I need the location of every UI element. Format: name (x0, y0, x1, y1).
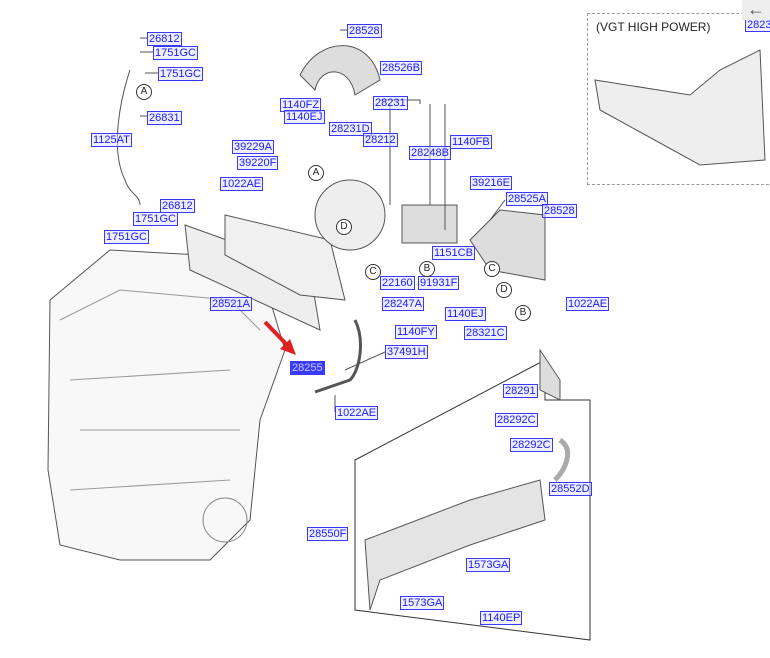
part-label-39220f[interactable]: 39220F (237, 156, 279, 170)
vgt-inset-box (587, 13, 770, 185)
part-label-1151cb[interactable]: 1151CB (432, 246, 475, 260)
part-label-1751gc[interactable]: 1751GC (104, 230, 149, 244)
part-label-39216e[interactable]: 39216E (470, 176, 512, 190)
part-label-39229a[interactable]: 39229A (232, 140, 274, 154)
part-label-28521a[interactable]: 28521A (210, 297, 252, 311)
egr-pipe (539, 348, 561, 401)
part-label-1125at[interactable]: 1125AT (91, 133, 132, 147)
oil-return-pipe (314, 319, 362, 394)
part-label-28291[interactable]: 28291 (503, 384, 538, 398)
part-label-28248b[interactable]: 28248B (409, 146, 451, 160)
arrow-left-icon[interactable]: ← (742, 0, 770, 20)
heat-shield-right (469, 209, 546, 281)
reference-letter-d: D (496, 282, 512, 298)
part-label-28528[interactable]: 28528 (542, 204, 577, 218)
egr-cooler (364, 479, 546, 611)
part-label-28255[interactable]: 28255 (290, 361, 325, 375)
part-label-1140ej[interactable]: 1140EJ (284, 110, 325, 124)
part-label-1022ae[interactable]: 1022AE (335, 406, 379, 420)
part-label-28292c[interactable]: 28292C (495, 413, 538, 427)
actuator (401, 204, 458, 244)
sensor-wire (116, 69, 141, 206)
part-label-28292c[interactable]: 28292C (510, 438, 553, 452)
part-label-1140fb[interactable]: 1140FB (450, 135, 492, 149)
reference-letter-a: A (136, 84, 152, 100)
turbocharger (314, 179, 386, 251)
part-label-28247a[interactable]: 28247A (382, 297, 424, 311)
part-label-1140fy[interactable]: 1140FY (395, 325, 437, 339)
reference-letter-a: A (308, 165, 324, 181)
part-label-28212[interactable]: 28212 (363, 133, 398, 147)
part-label-28231[interactable]: 28231 (373, 96, 408, 110)
part-label-28525a[interactable]: 28525A (506, 192, 548, 206)
part-label-28321c[interactable]: 28321C (464, 326, 507, 340)
part-label-1573ga[interactable]: 1573GA (400, 596, 445, 610)
part-label-28552d[interactable]: 28552D (549, 482, 592, 496)
part-label-1022ae[interactable]: 1022AE (566, 297, 610, 311)
part-label-26812[interactable]: 26812 (160, 199, 195, 213)
part-label-1751gc[interactable]: 1751GC (158, 67, 203, 81)
part-label-91931f[interactable]: 91931F (418, 276, 460, 290)
part-label-1022ae[interactable]: 1022AE (220, 177, 264, 191)
part-label-1751gc[interactable]: 1751GC (133, 212, 178, 226)
engine-block (47, 249, 286, 561)
part-label-28528[interactable]: 28528 (347, 24, 382, 38)
part-label-1751gc[interactable]: 1751GC (153, 46, 198, 60)
inset-turbo (594, 49, 766, 166)
part-label-1140ej[interactable]: 1140EJ (445, 307, 486, 321)
red-pointer-arrow (263, 320, 296, 355)
reference-letter-c: C (365, 264, 381, 280)
reference-letter-d: D (336, 219, 352, 235)
exhaust-manifold (224, 214, 346, 301)
reference-letter-b: B (419, 261, 435, 277)
part-label[interactable]: 2823 (745, 18, 770, 32)
part-label-28231d[interactable]: 28231D (329, 122, 372, 136)
part-label-37491h[interactable]: 37491H (385, 345, 428, 359)
heat-shield-upper (299, 45, 381, 96)
part-label-28526b[interactable]: 28526B (380, 61, 422, 75)
part-label-1573ga[interactable]: 1573GA (466, 558, 511, 572)
part-label-1140ep[interactable]: 1140EP (480, 611, 523, 625)
inset-title: (VGT HIGH POWER) (596, 20, 711, 34)
reference-letter-b: B (515, 305, 531, 321)
part-label-1140fz[interactable]: 1140FZ (280, 98, 322, 112)
part-label-26812[interactable]: 26812 (147, 32, 182, 46)
part-label-26831[interactable]: 26831 (147, 111, 182, 125)
reference-letter-c: C (484, 261, 500, 277)
part-label-28550f[interactable]: 28550F (307, 527, 349, 541)
part-label-22160[interactable]: 22160 (380, 276, 415, 290)
